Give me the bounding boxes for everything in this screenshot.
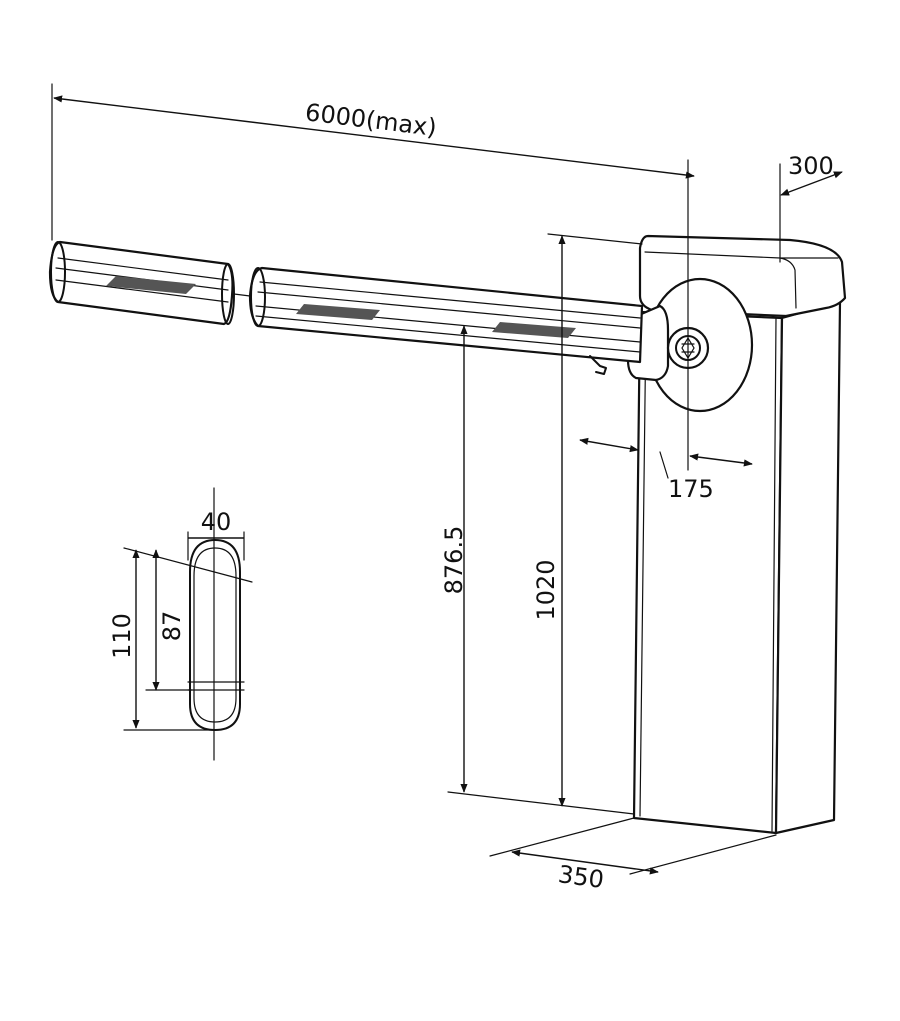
dim-boom-height-label: 876.5 (440, 526, 468, 595)
boom-end-groove-3 (55, 279, 229, 303)
dim-cabinet-width-ext-right (629, 834, 777, 875)
dim-boom-height-ext (447, 791, 635, 815)
boom-tip (50, 241, 66, 303)
dim-pivot-offset-label: 175 (668, 475, 714, 503)
dim-profile-height: 110 87 (108, 547, 253, 731)
dim-cabinet-width-line (511, 849, 659, 875)
reflector-strip-1 (296, 304, 380, 320)
dim-boom-length-line (53, 95, 695, 179)
reflector-strip-end (106, 276, 196, 294)
dim-pivot-offset-line-right (689, 453, 753, 467)
boom-gap-line (233, 293, 251, 297)
cabinet-side-face (774, 300, 842, 835)
dim-boom-length-label: 6000(max) (304, 98, 439, 142)
profile-inner (193, 547, 237, 723)
dim-cabinet-depth-label: 300 (788, 152, 834, 180)
dim-pivot-offset-line-left (579, 437, 639, 453)
boom-groove-bottom (255, 315, 641, 353)
profile-outer (189, 539, 241, 731)
dim-cabinet-width-ext-left (489, 817, 635, 857)
dim-pivot-offset-leader (659, 451, 669, 479)
boom-profile (187, 487, 245, 761)
dim-boom-height: 876.5 (440, 325, 635, 815)
dim-cabinet-depth-line (780, 171, 843, 196)
dim-cabinet-height: 1020 (532, 233, 643, 807)
boom-main-segment (248, 266, 644, 375)
boom-groove-top (259, 281, 641, 319)
dim-cabinet-width-label: 350 (556, 860, 605, 894)
dim-profile-width-label: 40 (201, 508, 232, 536)
cabinet-front-edge (639, 315, 647, 817)
dim-profile-height-ext-top (123, 547, 253, 583)
boom-end-segment (48, 240, 251, 326)
boom-end-groove-1 (57, 257, 229, 281)
dim-cabinet-depth: 300 (779, 152, 843, 263)
dim-profile-inner-label: 87 (158, 611, 186, 642)
dim-cabinet-height-ext (547, 233, 643, 245)
reflector-strip-2 (492, 322, 576, 338)
dim-profile-outer-label: 110 (108, 613, 136, 659)
pivot-assembly (626, 277, 754, 413)
dim-profile-width: 40 (187, 508, 245, 561)
boom-end-cap (589, 355, 607, 375)
dim-cabinet-height-label: 1020 (532, 559, 560, 620)
cabinet-corner-line (771, 317, 777, 832)
dim-cabinet-width: 350 (489, 817, 777, 894)
cabinet (632, 234, 847, 835)
dim-pivot-offset: 175 (579, 437, 753, 503)
boom-main-end (250, 267, 266, 327)
boom-groove-upper (257, 291, 641, 329)
